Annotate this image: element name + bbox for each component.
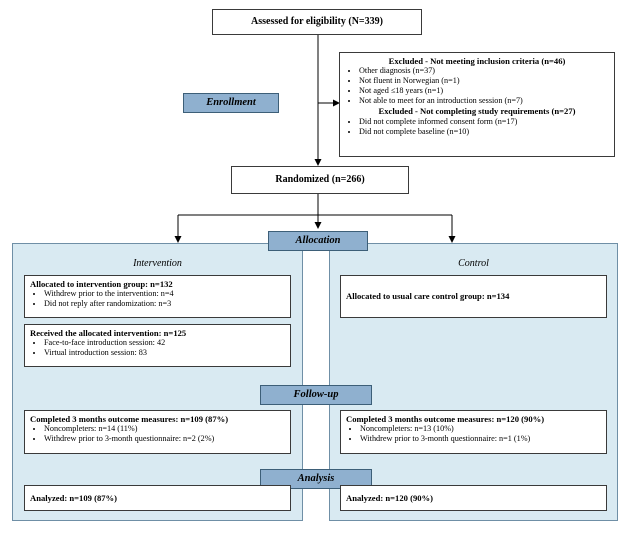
list-item: Not fluent in Norwegian (n=1): [359, 76, 609, 86]
intervention-analyzed-box: Analyzed: n=109 (87%): [24, 485, 291, 511]
intervention-received-heading: Received the allocated intervention: n=1…: [30, 328, 187, 338]
follow-up-label: Follow-up: [260, 385, 372, 405]
randomized-box: Randomized (n=266): [231, 166, 409, 194]
list-item: Not able to meet for an introduction ses…: [359, 96, 609, 106]
list-item: Virtual introduction session: 83: [44, 348, 285, 358]
intervention-allocated-box: Allocated to intervention group: n=132 W…: [24, 275, 291, 318]
intervention-received-box: Received the allocated intervention: n=1…: [24, 324, 291, 367]
intervention-completed-list: Noncompleters: n=14 (11%) Withdrew prior…: [30, 424, 285, 444]
excluded-heading-criteria: Excluded - Not meeting inclusion criteri…: [388, 56, 566, 66]
list-item: Other diagnosis (n=37): [359, 66, 609, 76]
list-item: Did not complete informed consent form (…: [359, 117, 609, 127]
allocation-label: Allocation: [268, 231, 368, 251]
list-item: Noncompleters: n=13 (10%): [360, 424, 601, 434]
intervention-completed-heading: Completed 3 months outcome measures: n=1…: [30, 414, 229, 424]
control-allocated-box: Allocated to usual care control group: n…: [340, 275, 607, 318]
control-analyzed-box: Analyzed: n=120 (90%): [340, 485, 607, 511]
intervention-received-list: Face-to-face introduction session: 42 Vi…: [30, 338, 285, 358]
assessed-box: Assessed for eligibility (N=339): [212, 9, 422, 35]
list-item: Noncompleters: n=14 (11%): [44, 424, 285, 434]
control-completed-box: Completed 3 months outcome measures: n=1…: [340, 410, 607, 454]
intervention-allocated-list: Withdrew prior to the intervention: n=4 …: [30, 289, 285, 309]
control-title: Control: [458, 258, 489, 269]
list-item: Not aged ≤18 years (n=1): [359, 86, 609, 96]
excluded-criteria-list: Other diagnosis (n=37) Not fluent in Nor…: [345, 66, 609, 106]
excluded-box: Excluded - Not meeting inclusion criteri…: [339, 52, 615, 157]
analysis-label: Analysis: [260, 469, 372, 489]
list-item: Did not complete baseline (n=10): [359, 127, 609, 137]
list-item: Face-to-face introduction session: 42: [44, 338, 285, 348]
intervention-title: Intervention: [133, 258, 182, 269]
intervention-allocated-heading: Allocated to intervention group: n=132: [30, 279, 173, 289]
intervention-completed-box: Completed 3 months outcome measures: n=1…: [24, 410, 291, 454]
control-completed-list: Noncompleters: n=13 (10%) Withdrew prior…: [346, 424, 601, 444]
control-completed-heading: Completed 3 months outcome measures: n=1…: [346, 414, 545, 424]
list-item: Withdrew prior to 3-month questionnaire:…: [44, 434, 285, 444]
excluded-heading-requirements: Excluded - Not completing study requirem…: [378, 106, 576, 117]
list-item: Withdrew prior to 3-month questionnaire:…: [360, 434, 601, 444]
list-item: Withdrew prior to the intervention: n=4: [44, 289, 285, 299]
list-item: Did not reply after randomization: n=3: [44, 299, 285, 309]
excluded-requirements-list: Did not complete informed consent form (…: [345, 117, 609, 137]
enrollment-label: Enrollment: [183, 93, 279, 113]
